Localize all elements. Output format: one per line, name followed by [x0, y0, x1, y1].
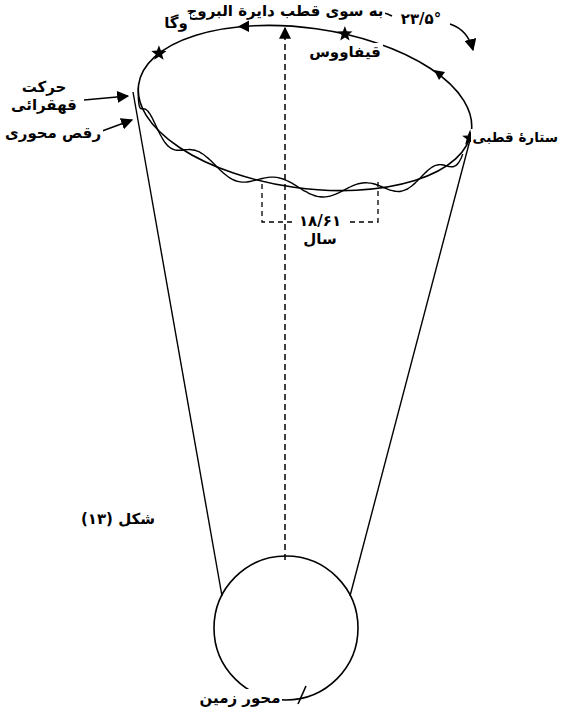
star-name: قیفاووس — [307, 43, 383, 61]
earth-axis-tick — [298, 686, 306, 704]
star-group — [151, 26, 477, 145]
nutation-wave — [138, 87, 463, 197]
star-name: وگا — [162, 14, 190, 32]
direction-arrow — [434, 70, 445, 80]
cone-line — [350, 140, 470, 596]
motion-label: حرکت قهقرائی — [6, 78, 82, 114]
direction-arrow — [238, 21, 249, 33]
pole-direction-label: به سوی قطب دایرة البروج — [185, 2, 386, 20]
axis-label: محور زمین — [198, 689, 283, 707]
motion-label: رقص محوری — [3, 124, 103, 142]
earth-circle — [214, 556, 358, 700]
star-symbol — [337, 26, 352, 41]
precession-circle — [128, 5, 483, 210]
leader-arrow — [84, 96, 128, 100]
pole-axis — [284, 28, 286, 560]
star-name: ستارهٔ قطبی — [471, 129, 560, 145]
angle-arrow — [450, 24, 473, 50]
star-symbol — [151, 45, 166, 60]
period-label: ۱۸/۶۱ سال — [294, 212, 346, 248]
angle-label: ۲۳/۵° — [399, 10, 443, 28]
figure-caption: شکل (۱۳) — [79, 510, 157, 528]
